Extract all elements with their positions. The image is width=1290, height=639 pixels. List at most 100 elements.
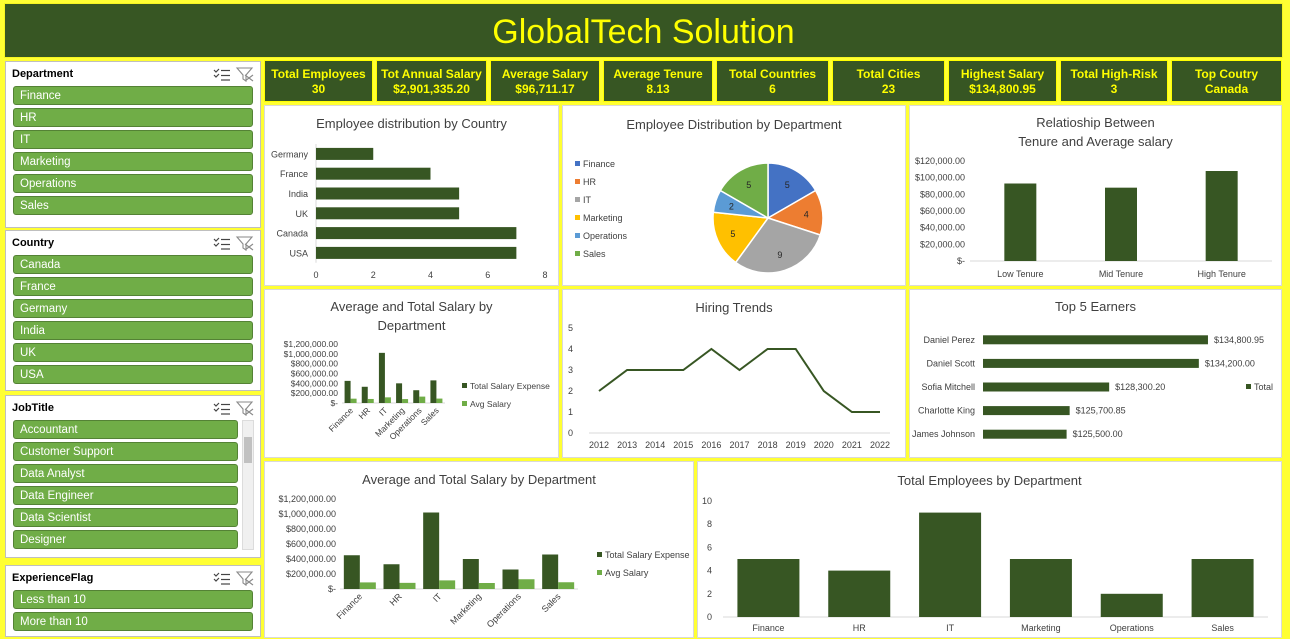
slicer-item-data-engineer[interactable]: Data Engineer xyxy=(13,486,238,505)
multi-select-icon[interactable] xyxy=(213,572,230,585)
salary-big-legend-total-salary-expense: Total Salary Expense xyxy=(605,550,690,560)
slicer-item-less-than-10[interactable]: Less than 10 xyxy=(13,590,253,609)
salary-small-tick: $1,000,000.00 xyxy=(284,349,339,359)
empdept-tick: 8 xyxy=(707,519,712,529)
slicer-item-canada[interactable]: Canada xyxy=(13,255,253,274)
salary-small-label-hr: HR xyxy=(356,405,372,421)
slicer-item-designer[interactable]: Designer xyxy=(13,530,238,549)
top5-legend-swatch xyxy=(1246,384,1251,389)
kpi-value: 6 xyxy=(769,82,776,96)
slicer-item-data-scientist[interactable]: Data Scientist xyxy=(13,508,238,527)
legend-swatch-finance xyxy=(575,161,580,166)
country-chart-panel: Employee distribution by Country Germany… xyxy=(264,105,559,286)
slicer-item-france[interactable]: France xyxy=(13,277,253,296)
pie-label-finance: 5 xyxy=(785,180,790,190)
kpi-value: 30 xyxy=(311,82,326,96)
slicer-header: JobTitle xyxy=(12,402,54,414)
salary-big-bar-total-salary-expense-finance xyxy=(343,555,360,589)
multi-select-icon[interactable] xyxy=(213,68,230,81)
kpi-tot-annual-salary: Tot Annual Salary$2,901,335.20 xyxy=(376,60,487,102)
slicer-item-data-analyst[interactable]: Data Analyst xyxy=(13,464,238,483)
salary-big-panel: Average and Total Salary by Department $… xyxy=(264,461,694,638)
salary-big-label-it: IT xyxy=(431,591,444,604)
slicer-header: Country xyxy=(12,237,55,249)
salary-big-tick: $400,000.00 xyxy=(286,554,336,564)
empdept-bar-it xyxy=(919,512,982,617)
slicer-item-it[interactable]: IT xyxy=(13,130,253,149)
slicer-item-operations[interactable]: Operations xyxy=(13,174,253,193)
scrollbar-thumb[interactable] xyxy=(244,437,252,463)
salary-big-label-hr: HR xyxy=(388,591,405,608)
salary-big-bar-total-salary-expense-hr xyxy=(383,564,400,589)
slicer-item-hr[interactable]: HR xyxy=(13,108,253,127)
pie-label-marketing: 5 xyxy=(730,229,735,239)
slicer-item-sales[interactable]: Sales xyxy=(13,196,253,215)
slicer-item-more-than-10[interactable]: More than 10 xyxy=(13,612,253,631)
earner-name-daniel-perez: Daniel Perez xyxy=(923,335,975,345)
slicer-toolbar xyxy=(212,570,254,587)
hiring-year-2018: 2018 xyxy=(758,440,778,450)
slicer-item-germany[interactable]: Germany xyxy=(13,299,253,318)
kpi-label: Average Salary xyxy=(501,67,589,81)
slicer-item-marketing[interactable]: Marketing xyxy=(13,152,253,171)
emp-dept-title: Total Employees by Department xyxy=(897,473,1082,488)
kpi-label: Total High-Risk xyxy=(1070,67,1158,81)
salary-big-tick: $1,200,000.00 xyxy=(278,494,336,504)
salary-big-label-operations: Operations xyxy=(485,591,524,630)
salary-small-tick: $600,000.00 xyxy=(291,369,339,379)
slicer-item-finance[interactable]: Finance xyxy=(13,86,253,105)
earner-name-sofia-mitchell: Sofia Mitchell xyxy=(921,382,975,392)
empdept-label-it: IT xyxy=(946,623,955,633)
salary-small-bar-avg-salary-marketing xyxy=(402,399,409,403)
slicer-item-india[interactable]: India xyxy=(13,321,253,340)
country-tick: 0 xyxy=(313,270,318,280)
legend-finance: Finance xyxy=(583,159,615,169)
clear-filter-icon[interactable] xyxy=(235,67,254,83)
tenure-chart-panel: Relatioship Between Tenure and Average s… xyxy=(909,105,1282,286)
clear-filter-icon[interactable] xyxy=(235,571,254,587)
empdept-bar-sales xyxy=(1191,559,1254,617)
clear-filter-icon[interactable] xyxy=(235,401,254,417)
slicer-item-uk[interactable]: UK xyxy=(13,343,253,362)
empdept-label-hr: HR xyxy=(853,623,866,633)
multi-select-icon[interactable] xyxy=(213,402,230,415)
salary-small-bar-total-salary-expense-sales xyxy=(430,380,437,403)
hiring-tick: 2 xyxy=(568,386,573,396)
salary-big-tick: $1,000,000.00 xyxy=(278,509,336,519)
tenure-label-high-tenure: High Tenure xyxy=(1197,269,1245,279)
slicer-scrollbar[interactable] xyxy=(242,420,254,550)
country-tick: 4 xyxy=(428,270,433,280)
slicer-item-accountant[interactable]: Accountant xyxy=(13,420,238,439)
salary-small-tick: $800,000.00 xyxy=(291,359,339,369)
kpi-highest-salary: Highest Salary$134,800.95 xyxy=(948,60,1057,102)
country-bar-france xyxy=(316,167,431,180)
legend-hr: HR xyxy=(583,177,596,187)
dashboard-title: GlobalTech Solution xyxy=(492,13,795,51)
salary-small-tick: $400,000.00 xyxy=(291,378,339,388)
clear-filter-icon[interactable] xyxy=(235,236,254,252)
slicer-toolbar xyxy=(212,400,254,417)
empdept-tick: 6 xyxy=(707,542,712,552)
earner-name-daniel-scott: Daniel Scott xyxy=(926,358,975,368)
multi-select-icon[interactable] xyxy=(213,237,230,250)
pie-slice-sales xyxy=(719,162,769,220)
salary-small-legend-swatch-total-salary-expense xyxy=(462,383,467,388)
slicer-item-customer-support[interactable]: Customer Support xyxy=(13,442,238,461)
salary-big-legend-swatch-avg-salary xyxy=(597,570,602,575)
country-tick: 6 xyxy=(485,270,490,280)
tenure-tick: $80,000.00 xyxy=(920,189,965,199)
slicer-item-usa[interactable]: USA xyxy=(13,365,253,384)
department-pie-chart: 549525FinanceHRITMarketingOperationsSale… xyxy=(575,159,824,274)
salary-big-bar-total-salary-expense-marketing xyxy=(462,559,479,589)
kpi-label: Total Cities xyxy=(856,67,921,81)
hiring-line xyxy=(598,347,880,413)
salary-big-bar-total-salary-expense-operations xyxy=(502,569,519,589)
country-chart-title: Employee distribution by Country xyxy=(316,116,507,131)
